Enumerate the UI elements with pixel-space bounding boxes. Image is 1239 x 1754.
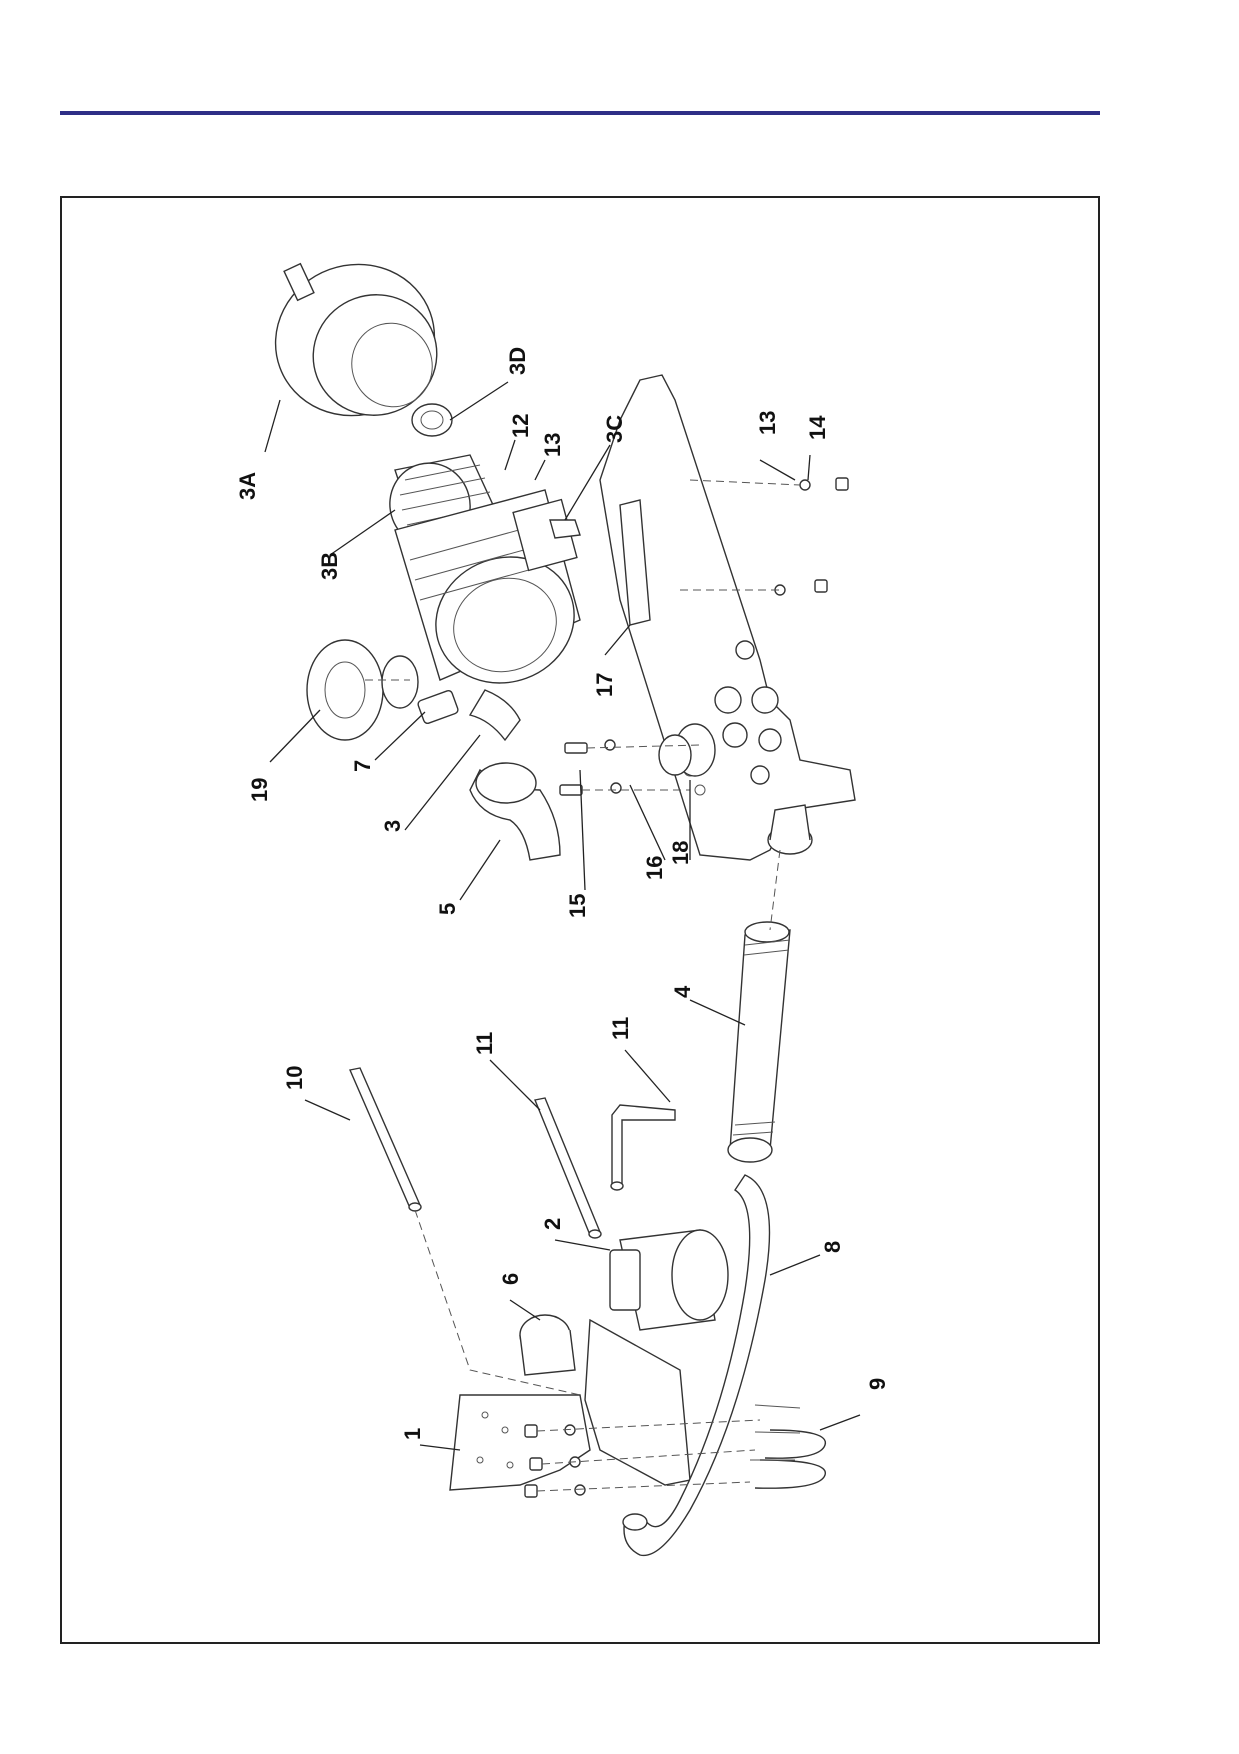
plate-gasket-17 (619, 499, 651, 626)
precleaner-2 (609, 1229, 729, 1331)
callout-3D: 3D (505, 347, 530, 375)
callout-2: 2 (540, 1218, 565, 1230)
u-bolts-9 (750, 1404, 827, 1489)
plate-outlet-fitting (767, 804, 813, 855)
hose-11-bent (610, 1104, 676, 1191)
callout-10: 10 (282, 1066, 307, 1090)
callout-19: 19 (247, 778, 272, 802)
callout-11: 11 (608, 1017, 633, 1040)
callout-13: 13 (540, 433, 565, 457)
callout-6: 6 (498, 1273, 523, 1285)
mounting-bracket-3C (549, 519, 581, 539)
callout-11: 11 (472, 1032, 497, 1055)
intake-tube-4 (727, 849, 791, 1163)
leader-lines (264, 381, 861, 1451)
callout-3A: 3A (235, 472, 260, 500)
hose-11-straight (534, 1097, 602, 1239)
callout-9: 9 (865, 1378, 890, 1390)
rain-cap-19 (306, 639, 419, 741)
diagram-frame (60, 196, 1100, 1644)
callout-labels: 3A 3D 12 13 3C 3B 13 14 17 19 7 3 5 15 1… (235, 347, 890, 1440)
callout-7: 7 (350, 760, 375, 772)
callout-3B: 3B (317, 552, 342, 580)
callout-16: 16 (642, 856, 667, 880)
callout-14: 14 (805, 415, 830, 440)
hose-8 (622, 1174, 771, 1557)
callout-5: 5 (435, 903, 460, 915)
bracket-hardware (414, 1209, 761, 1498)
hose-10 (349, 1067, 422, 1212)
callout-4: 4 (670, 985, 695, 998)
callout-3C: 3C (602, 415, 627, 443)
callout-15: 15 (565, 894, 590, 918)
restriction-indicator-7 (417, 689, 459, 725)
sleeve-6 (519, 1314, 576, 1376)
callout-8: 8 (820, 1241, 845, 1253)
bracket-plate (584, 1318, 691, 1486)
vacuator-valve-3D (411, 403, 453, 437)
air-cleaner-body-3 (394, 489, 581, 742)
callout-12: 12 (508, 414, 533, 438)
mounting-bracket-1 (449, 1394, 591, 1491)
air-cleaner-cover-3A (274, 262, 438, 417)
callout-13: 13 (755, 411, 780, 435)
callout-3: 3 (380, 820, 405, 832)
callout-1: 1 (400, 1428, 425, 1440)
mounting-plate (599, 374, 856, 861)
outlet-elbow-5 (469, 762, 561, 861)
header-rule (60, 111, 1100, 115)
callout-18: 18 (668, 841, 693, 865)
plate-hardware (559, 477, 849, 796)
callout-17: 17 (592, 673, 617, 697)
